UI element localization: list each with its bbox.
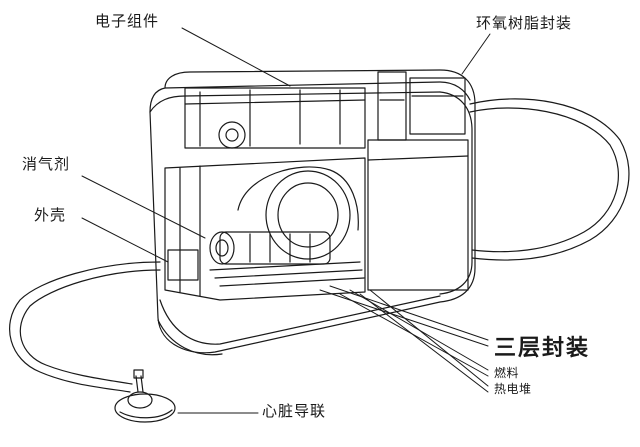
label-getter: 消气剂	[22, 155, 71, 173]
leader-lines	[81, 27, 491, 414]
label-electronics: 电子组件	[95, 12, 160, 30]
side-panel	[367, 139, 469, 291]
lead-wire	[9, 261, 161, 393]
label-triple-seal: 三层封装	[494, 336, 591, 361]
electronics-module	[184, 71, 466, 149]
device-housing	[149, 69, 476, 356]
label-thermopile: 热电堆	[494, 382, 532, 396]
label-fuel: 燃料	[494, 366, 520, 380]
right-wire	[469, 98, 630, 261]
label-cardiac-lead: 心脏导联	[262, 402, 327, 420]
lead-tip	[114, 369, 176, 423]
cutaway-interior	[164, 157, 366, 301]
label-shell: 外壳	[34, 206, 67, 224]
label-epoxy-seal: 环氧树脂封装	[476, 14, 573, 32]
